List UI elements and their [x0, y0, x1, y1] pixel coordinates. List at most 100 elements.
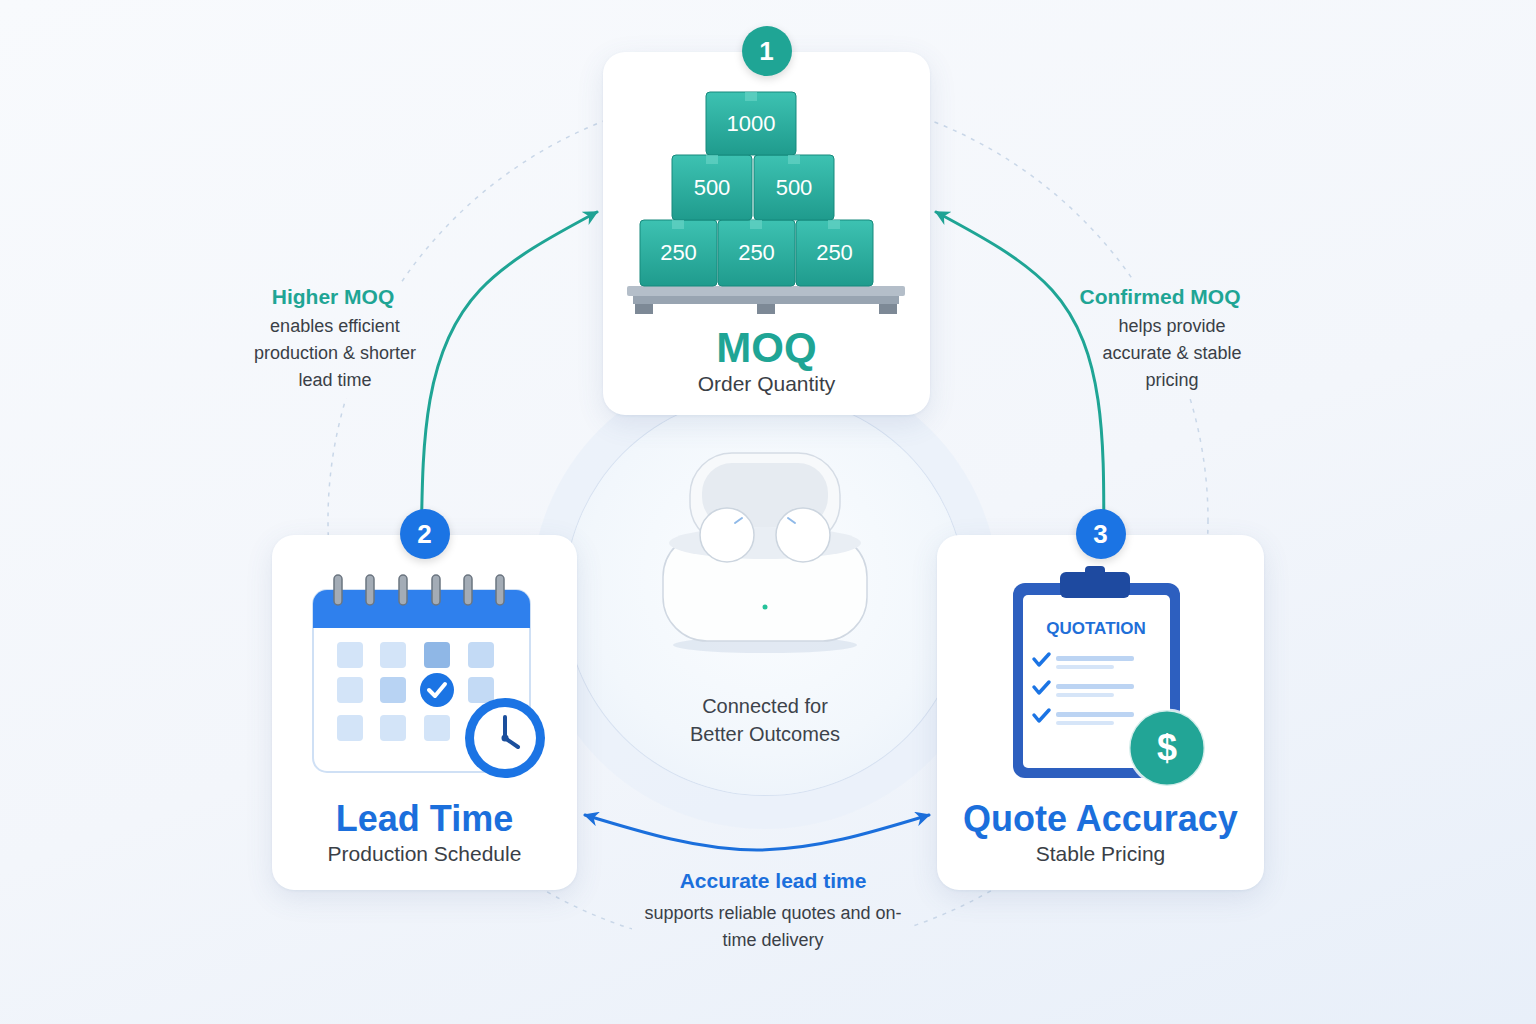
calendar-ring	[399, 575, 407, 605]
box-quantity: 500	[694, 177, 731, 199]
card-subtitle: Production Schedule	[328, 842, 522, 866]
lead-time-card: 2Lead TimeProduction Schedule	[272, 535, 577, 890]
card-subtitle: Stable Pricing	[1036, 842, 1166, 866]
check-mark	[429, 684, 445, 696]
hub-circle: Connected for Better Outcomes	[565, 395, 965, 795]
carton	[672, 155, 752, 220]
carton	[754, 155, 834, 220]
clipboard-heading: QUOTATION	[1046, 620, 1145, 637]
box-quantity: 250	[816, 242, 853, 264]
checklist	[1056, 712, 1134, 717]
pallet	[635, 304, 653, 314]
status-led	[763, 605, 768, 610]
carton-tape	[828, 220, 840, 229]
relation-note: helps provide accurate & stable pricing	[1085, 313, 1260, 394]
calendar-day	[424, 642, 450, 668]
carton	[640, 220, 717, 286]
clock-icon	[502, 735, 509, 742]
checklist	[1034, 654, 1134, 725]
calendar-day	[337, 677, 363, 703]
calendar-ring	[366, 575, 374, 605]
case-base	[663, 527, 867, 641]
earbud	[700, 508, 754, 562]
calendar	[313, 610, 530, 628]
hub-caption: Connected for Better Outcomes	[680, 692, 850, 748]
step-number: 1	[742, 26, 792, 76]
connector-label: Accurate lead time	[680, 868, 867, 894]
carton	[706, 92, 796, 155]
clipboard	[1085, 566, 1105, 576]
carton-tape	[706, 155, 718, 164]
relation-note: supports reliable quotes and on-time del…	[638, 900, 908, 954]
card-title: Quote Accuracy	[963, 798, 1238, 839]
price-badge	[1129, 710, 1205, 786]
pallet	[633, 296, 899, 304]
box-quantity: 250	[738, 242, 775, 264]
calendar-ring	[496, 575, 504, 605]
relation-note: enables efficient production & shorter l…	[248, 313, 423, 394]
checklist	[1034, 710, 1049, 721]
step-number: 2	[400, 509, 450, 559]
carton-tape	[745, 92, 757, 101]
check-mark	[420, 673, 454, 707]
currency-symbol: $	[1157, 730, 1177, 766]
card-subtitle: Order Quantity	[698, 372, 836, 396]
checklist	[1034, 654, 1049, 665]
checklist	[1056, 684, 1134, 689]
calendar-ring	[464, 575, 472, 605]
moq-card: 10005005002502502501MOQOrder Quantity	[603, 52, 930, 415]
pallet	[879, 304, 897, 314]
carton-tape	[750, 220, 762, 229]
calendar-ring	[334, 575, 504, 605]
double-arrow-connector	[421, 212, 597, 529]
step-number: 3	[1076, 509, 1126, 559]
price-badge	[1129, 710, 1205, 786]
card-title: MOQ	[716, 324, 816, 372]
double-arrow-connector	[585, 815, 929, 850]
carton	[796, 220, 873, 286]
clock-icon	[465, 698, 545, 778]
box-quantity: 500	[776, 177, 813, 199]
calendar-day	[337, 642, 363, 668]
pallet	[627, 286, 905, 314]
calendar-day	[468, 677, 494, 703]
pallet	[757, 304, 775, 314]
quote-card: QUOTATION$3Quote AccuracyStable Pricing	[937, 535, 1264, 890]
calendar-day	[380, 642, 406, 668]
box-quantity: 250	[660, 242, 697, 264]
connector-label: Confirmed MOQ	[1080, 284, 1241, 310]
calendar-day	[337, 715, 363, 741]
calendar-day	[468, 642, 494, 668]
clock-icon	[465, 698, 545, 778]
price-badge	[1129, 710, 1205, 786]
carton	[640, 92, 873, 286]
box-quantity: 1000	[727, 113, 776, 135]
earbud	[776, 508, 830, 562]
calendar-day	[380, 677, 406, 703]
double-arrow-connector	[936, 212, 1104, 529]
checklist	[1056, 665, 1114, 669]
checklist	[1056, 656, 1134, 661]
hub-glow-ring	[531, 361, 999, 829]
pallet	[627, 286, 905, 296]
checklist	[1034, 682, 1049, 693]
calendar-day	[424, 715, 450, 741]
card-title: Lead Time	[336, 798, 513, 839]
calendar-ring	[432, 575, 440, 605]
carton-tape	[672, 220, 684, 229]
earbud	[735, 518, 742, 523]
carton	[718, 220, 795, 286]
checklist	[1056, 721, 1114, 725]
case-base	[669, 527, 861, 559]
carton-tape	[788, 155, 800, 164]
carton-tape	[672, 92, 840, 229]
connector-label: Higher MOQ	[272, 284, 395, 310]
earbud	[788, 518, 795, 523]
calendar-day	[380, 715, 406, 741]
earbud	[700, 508, 830, 562]
clock-icon	[474, 707, 536, 769]
checklist	[1056, 693, 1114, 697]
calendar-ring	[334, 575, 342, 605]
check-mark	[420, 673, 454, 707]
